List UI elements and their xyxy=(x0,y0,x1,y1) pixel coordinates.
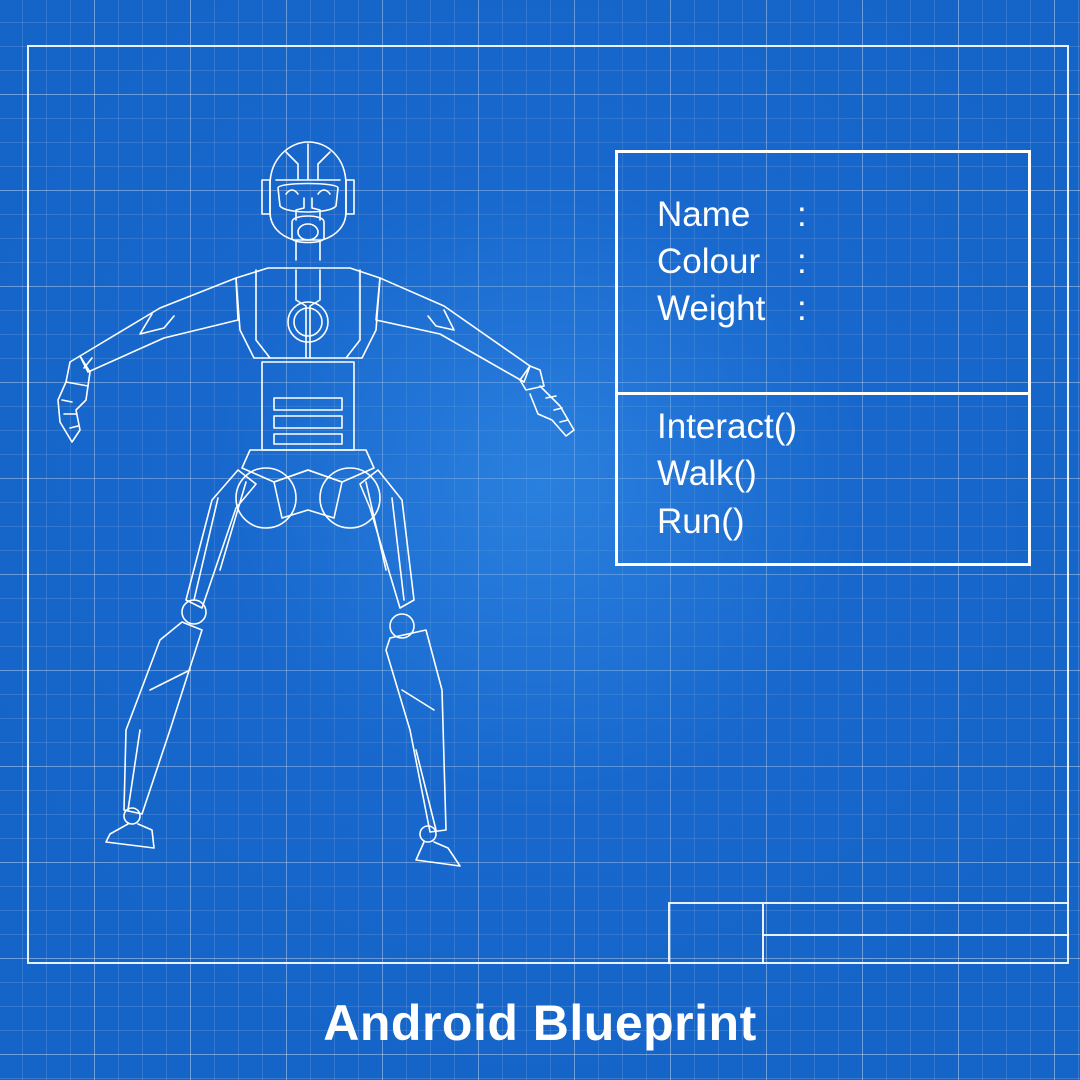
robot-hips xyxy=(235,467,381,529)
attribute-label: Weight xyxy=(657,289,766,328)
title-block xyxy=(668,902,1069,964)
blueprint-frame xyxy=(27,45,1069,964)
page-title: Android Blueprint xyxy=(323,995,757,1051)
attribute-separator: : xyxy=(797,242,807,281)
robot-torso xyxy=(235,267,381,483)
attribute-row-weight: Weight: xyxy=(657,289,807,329)
robot-head xyxy=(261,141,355,261)
attributes-section: Name: Colour: Weight: xyxy=(618,153,1028,395)
robot-illustration xyxy=(57,141,575,867)
robot-leg-right xyxy=(359,469,461,867)
title-block-divider xyxy=(762,934,1069,936)
robot-leg-left xyxy=(105,469,257,849)
attribute-label: Colour xyxy=(657,242,761,281)
robot-arm-right xyxy=(375,277,575,437)
method-run: Run() xyxy=(657,502,745,541)
attribute-label: Name xyxy=(657,195,751,234)
attribute-row-colour: Colour: xyxy=(657,242,807,282)
attribute-separator: : xyxy=(797,289,807,328)
method-interact: Interact() xyxy=(657,407,798,446)
spec-table: Name: Colour: Weight: Interact() Walk() … xyxy=(615,150,1031,566)
attribute-separator: : xyxy=(797,195,807,234)
method-walk: Walk() xyxy=(657,454,757,493)
attribute-row-name: Name: xyxy=(657,195,807,235)
robot-arm-left xyxy=(57,277,239,443)
